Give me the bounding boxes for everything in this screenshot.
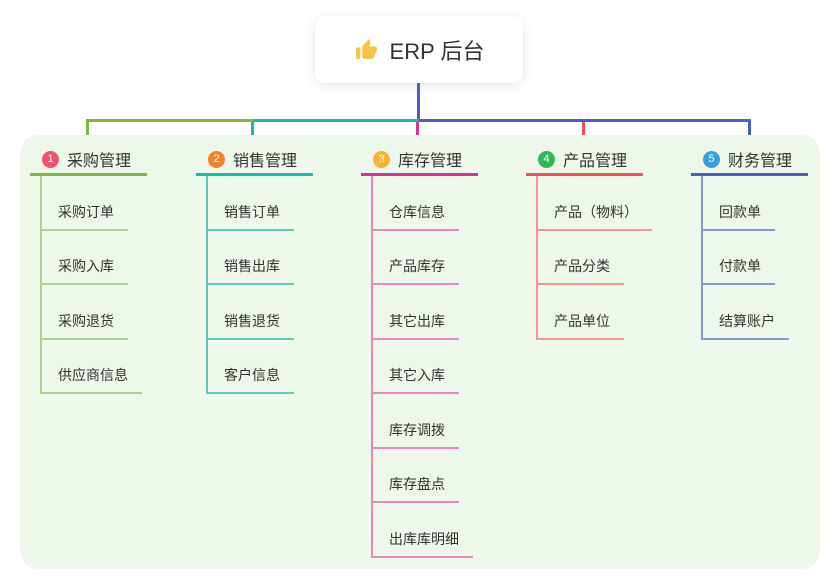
node-item-label: 销售订单 (208, 202, 294, 231)
node-item[interactable]: 供应商信息 (42, 340, 192, 394)
connector-bar-right (419, 119, 751, 122)
node-item-label: 产品分类 (538, 256, 624, 285)
node-item-label: 出库库明细 (373, 529, 473, 558)
connector-bar-left (86, 119, 253, 122)
node-item[interactable]: 库存调拨 (373, 394, 523, 449)
node-item[interactable]: 结算账户 (703, 285, 839, 340)
root-node[interactable]: ERP 后台 (315, 16, 523, 83)
node-item-label: 供应商信息 (42, 365, 142, 394)
node-item[interactable]: 仓库信息 (373, 176, 523, 231)
branch-label: 库存管理 (398, 153, 463, 170)
node-item-label: 回款单 (703, 202, 775, 231)
node-item-label: 库存调拨 (373, 420, 459, 449)
connector-drop-inventory (416, 121, 419, 147)
node-item-label: 采购退货 (42, 311, 128, 340)
node-item[interactable]: 其它入库 (373, 340, 523, 394)
branch-product: 4 产品管理 产品（物料） 产品分类 产品单位 (526, 145, 688, 340)
branch-product-items: 产品（物料） 产品分类 产品单位 (536, 176, 688, 340)
node-item[interactable]: 产品（物料） (538, 176, 688, 231)
node-item-label: 库存盘点 (373, 474, 459, 503)
node-item-label: 销售退货 (208, 311, 294, 340)
node-item[interactable]: 采购订单 (42, 176, 192, 231)
branch-inventory-items: 仓库信息 产品库存 其它出库 其它入库 库存调拨 库存盘点 出库库明细 (371, 176, 523, 558)
branch-label: 销售管理 (233, 153, 298, 170)
node-item-label: 其它入库 (373, 365, 459, 394)
branch-purchase: 1 采购管理 采购订单 采购入库 采购退货 供应商信息 (30, 145, 192, 394)
branch-product-node[interactable]: 4 产品管理 (526, 145, 643, 176)
branch-finance-items: 回款单 付款单 结算账户 (701, 176, 839, 340)
node-item-label: 结算账户 (703, 311, 789, 340)
branch-label: 产品管理 (563, 153, 628, 170)
connector-root-line (417, 83, 420, 121)
branch-finance-node[interactable]: 5 财务管理 (691, 145, 808, 176)
node-item[interactable]: 付款单 (703, 231, 839, 285)
node-item-label: 销售出库 (208, 256, 294, 285)
mindmap-panel: 1 采购管理 采购订单 采购入库 采购退货 供应商信息 2 销售管理 销售订单 … (20, 135, 820, 569)
connector-drop-purchase (86, 119, 89, 147)
root-label: ERP 后台 (389, 38, 485, 64)
connector-drop-sales (251, 119, 254, 147)
branch-purchase-node[interactable]: 1 采购管理 (30, 145, 147, 176)
branch-sales-node[interactable]: 2 销售管理 (196, 145, 313, 176)
connector-bar-middle (253, 119, 419, 122)
node-item-label: 客户信息 (208, 365, 294, 394)
node-item-label: 采购入库 (42, 256, 128, 285)
node-item[interactable]: 销售退货 (208, 285, 358, 340)
branch-finance: 5 财务管理 回款单 付款单 结算账户 (691, 145, 839, 340)
branch-purchase-items: 采购订单 采购入库 采购退货 供应商信息 (40, 176, 192, 394)
branch-inventory: 3 库存管理 仓库信息 产品库存 其它出库 其它入库 库存调拨 库存盘点 出库库… (361, 145, 523, 558)
branch-number-badge: 2 (208, 150, 225, 168)
node-item-label: 付款单 (703, 256, 775, 285)
branch-sales-items: 销售订单 销售出库 销售退货 客户信息 (206, 176, 358, 394)
branch-sales: 2 销售管理 销售订单 销售出库 销售退货 客户信息 (196, 145, 358, 394)
node-item-label: 产品单位 (538, 311, 624, 340)
node-item[interactable]: 回款单 (703, 176, 839, 231)
node-item[interactable]: 销售出库 (208, 231, 358, 285)
node-item-label: 其它出库 (373, 311, 459, 340)
branch-number-badge: 1 (42, 150, 59, 168)
branch-label: 采购管理 (67, 153, 132, 170)
branch-number-badge: 5 (703, 150, 720, 168)
node-item[interactable]: 其它出库 (373, 285, 523, 340)
branch-inventory-node[interactable]: 3 库存管理 (361, 145, 478, 176)
branch-number-badge: 3 (373, 150, 390, 168)
node-item-label: 产品库存 (373, 256, 459, 285)
node-item-label: 仓库信息 (373, 202, 459, 231)
node-item[interactable]: 客户信息 (208, 340, 358, 394)
node-item[interactable]: 库存盘点 (373, 449, 523, 503)
branch-number-badge: 4 (538, 150, 555, 168)
branch-label: 财务管理 (728, 153, 793, 170)
node-item[interactable]: 产品分类 (538, 231, 688, 285)
node-item[interactable]: 采购退货 (42, 285, 192, 340)
node-item[interactable]: 产品单位 (538, 285, 688, 340)
connector-drop-product (582, 121, 585, 147)
node-item-label: 采购订单 (42, 202, 128, 231)
node-item[interactable]: 出库库明细 (373, 503, 523, 558)
node-item[interactable]: 采购入库 (42, 231, 192, 285)
thumbs-up-icon (354, 37, 379, 62)
node-item[interactable]: 销售订单 (208, 176, 358, 231)
connector-drop-finance (748, 119, 751, 147)
node-item-label: 产品（物料） (538, 202, 652, 231)
node-item[interactable]: 产品库存 (373, 231, 523, 285)
